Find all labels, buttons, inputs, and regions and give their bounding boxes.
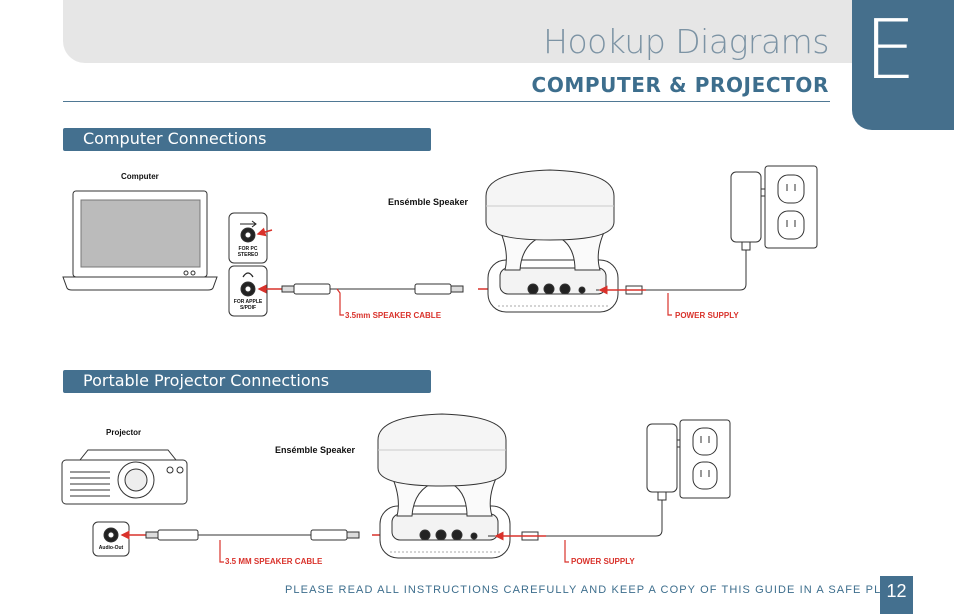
header-rule	[63, 101, 830, 102]
computer-label: Computer	[121, 172, 159, 181]
section-tab	[852, 0, 954, 130]
projector-icon	[61, 449, 188, 505]
port-box-pc-stereo	[228, 212, 268, 264]
port-label-apple-spdif: FOR APPLE S/PDIF	[233, 299, 263, 311]
wall-outlet-2	[679, 419, 731, 499]
wall-outlet-1	[764, 165, 818, 249]
header-band	[63, 0, 863, 63]
power-cable-2	[488, 500, 663, 541]
port-box-apple-spdif	[228, 265, 268, 317]
power-label-2: POWER SUPPLY	[571, 557, 635, 566]
laptop-icon	[62, 190, 218, 291]
section-heading-projector: Portable Projector Connections	[63, 370, 431, 393]
speaker-label-2: Ensémble Speaker	[275, 445, 356, 455]
section-heading-computer: Computer Connections	[63, 128, 431, 151]
page-number: 12	[880, 576, 913, 614]
speaker-icon-1	[485, 169, 619, 313]
projector-label: Projector	[106, 428, 142, 437]
cable-label-2: 3.5 MM SPEAKER CABLE	[225, 557, 323, 566]
section-letter: E	[864, 3, 916, 98]
footer-notice: PLEASE READ ALL INSTRUCTIONS CAREFULLY A…	[285, 584, 908, 596]
cable-label-1: 3.5mm SPEAKER CABLE	[345, 311, 442, 320]
speaker-label-1: Ensémble Speaker	[388, 197, 469, 207]
port-label-pc-stereo: FOR PC STEREO	[237, 246, 259, 258]
speaker-cable-1	[281, 283, 464, 295]
power-adapter-2	[646, 423, 688, 501]
port-box-audio-out	[92, 521, 130, 557]
speaker-cable-2	[145, 529, 360, 541]
power-label-1: POWER SUPPLY	[675, 311, 739, 320]
speaker-icon-2	[377, 413, 511, 559]
port-label-audio-out: Audio-Out	[98, 545, 124, 551]
page-subtitle: COMPUTER & PROJECTOR	[531, 73, 829, 97]
page-title: Hookup Diagrams	[543, 22, 829, 61]
